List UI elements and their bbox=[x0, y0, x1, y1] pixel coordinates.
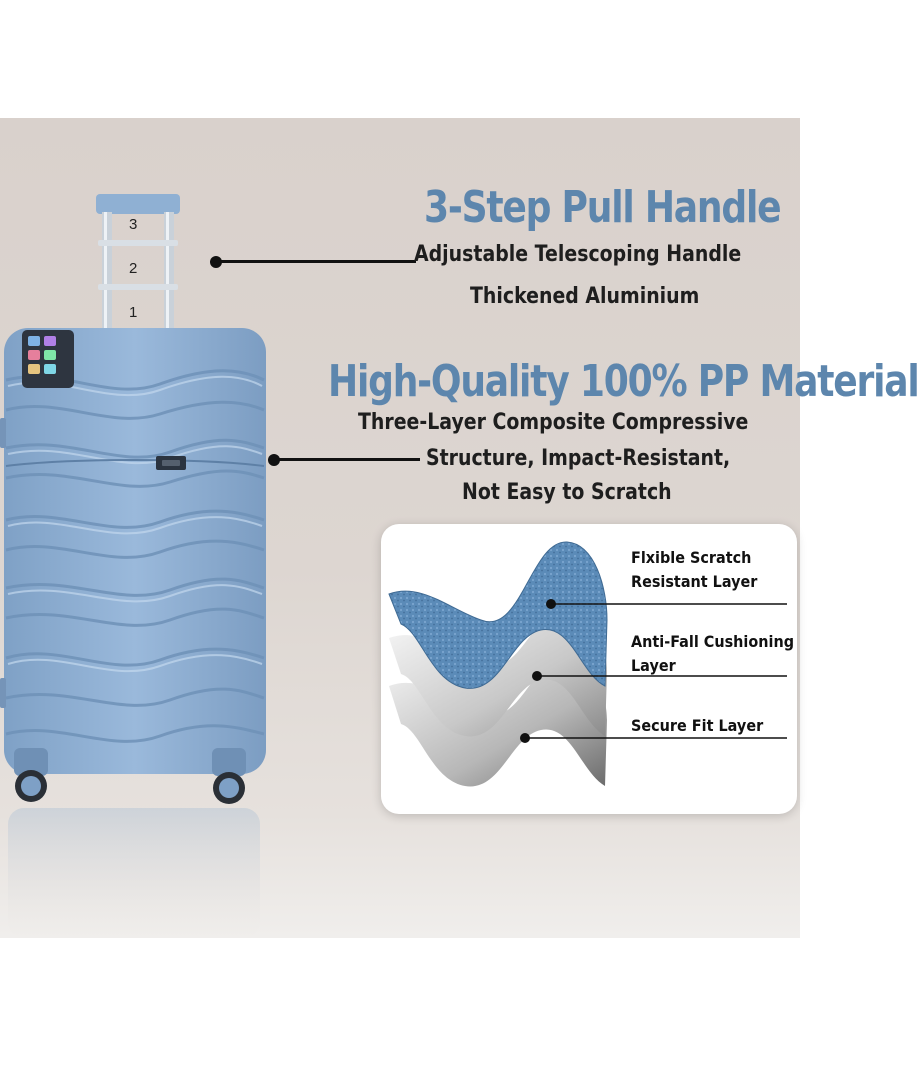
material-feature-line-3: Not Easy to Scratch bbox=[462, 480, 672, 505]
handle-step-label: 1 bbox=[129, 304, 138, 321]
luggage-tag bbox=[22, 330, 74, 388]
material-layers-card: Flxible Scratch Resistant Layer Anti-Fal… bbox=[381, 524, 797, 814]
handle-feature-line-2: Thickened Aluminium bbox=[470, 284, 700, 309]
suitcase-illustration bbox=[0, 194, 266, 938]
material-heading: High-Quality 100% PP Material bbox=[328, 356, 918, 407]
handle-callout-line bbox=[216, 260, 416, 263]
material-feature-line-2: Structure, Impact-Resistant, bbox=[426, 446, 731, 471]
layer-label-cushioning: Anti-Fall Cushioning Layer bbox=[631, 632, 795, 675]
layer-label-fit: Secure Fit Layer bbox=[631, 716, 764, 735]
material-callout-line bbox=[274, 458, 420, 461]
handle-feature-line-1: Adjustable Telescoping Handle bbox=[414, 242, 742, 267]
handle-step-label: 2 bbox=[129, 260, 138, 277]
handle-step-label: 3 bbox=[129, 216, 138, 233]
material-feature-line-1: Three-Layer Composite Compressive bbox=[358, 410, 749, 435]
product-infographic: 3 2 1 3-Step Pull Handle Adjustable Tele… bbox=[0, 118, 918, 938]
layer-stack-illustration bbox=[388, 541, 787, 787]
layer-label-scratch: Flxible Scratch Resistant Layer bbox=[631, 548, 758, 591]
handle-heading: 3-Step Pull Handle bbox=[424, 182, 782, 233]
